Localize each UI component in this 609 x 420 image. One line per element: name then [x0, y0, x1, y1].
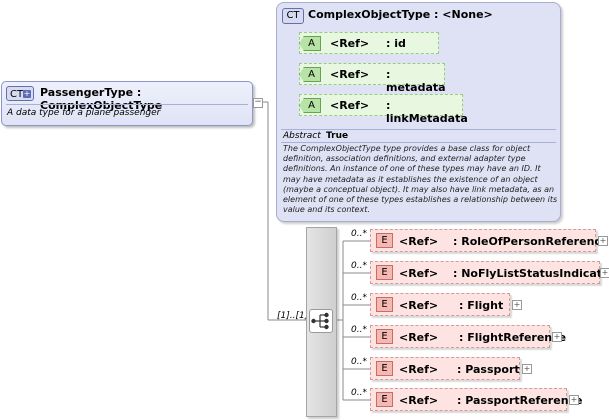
attribute-id[interactable]: A <Ref> : id [299, 32, 439, 54]
complex-type-badge: CT [282, 8, 304, 24]
element-ref: <Ref> [399, 363, 439, 376]
occurrence-label: 0..* [351, 261, 367, 271]
occurrence-label: 0..* [351, 325, 367, 335]
divider [6, 104, 248, 105]
attribute-name: : id [386, 37, 406, 50]
element-name: : PassportReference [457, 394, 583, 407]
attribute-badge: A [299, 98, 321, 113]
element-ref: <Ref> [399, 331, 439, 344]
attribute-link-metadata[interactable]: A <Ref> : linkMetadata [299, 94, 468, 125]
divider [281, 129, 556, 130]
sequence-icon [309, 309, 333, 333]
collapse-toggle[interactable]: − [253, 97, 263, 108]
element-flight[interactable]: E <Ref> : Flight [370, 293, 510, 316]
element-badge: E [376, 392, 393, 407]
element-role-of-person-reference[interactable]: E <Ref> : RoleOfPersonReference [370, 229, 608, 252]
expand-icon[interactable]: + [512, 300, 522, 310]
expand-icon[interactable]: + [598, 236, 608, 246]
passenger-type-title: PassengerType : ComplexObjectType [40, 86, 163, 112]
attribute-metadata[interactable]: A <Ref> : metadata [299, 63, 446, 94]
element-ref: <Ref> [399, 394, 439, 407]
attribute-name: : linkMetadata [386, 99, 468, 125]
complex-object-type-panel[interactable]: CT ComplexObjectType : <None> A <Ref> : … [276, 2, 561, 222]
element-flight-reference[interactable]: E <Ref> : FlightReference [370, 325, 566, 348]
attribute-badge: A [299, 67, 321, 82]
element-badge: E [376, 361, 393, 376]
occurrence-label: 0..* [351, 229, 367, 239]
attribute-name: : metadata [386, 68, 446, 94]
abstract-value: True [326, 131, 349, 141]
element-name: : FlightReference [459, 331, 567, 344]
element-no-fly-list-status-indicator[interactable]: E <Ref> : NoFlyListStatusIndicator [370, 261, 609, 284]
element-badge: E [376, 233, 393, 248]
complex-type-badge: CT + [6, 86, 34, 101]
attribute-badge: A [299, 36, 321, 51]
element-badge: E [376, 265, 393, 280]
element-name: : RoleOfPersonReference [453, 235, 609, 248]
complex-object-type-documentation: The ComplexObjectType type provides a ba… [283, 144, 558, 215]
element-name: : Passport [457, 363, 520, 376]
abstract-label: Abstract [283, 131, 321, 141]
element-badge: E [376, 329, 393, 344]
expand-icon[interactable]: + [569, 395, 579, 405]
element-passport-reference[interactable]: E <Ref> : PassportReference [370, 388, 583, 411]
expand-icon[interactable]: + [600, 268, 609, 278]
expand-icon: + [23, 89, 31, 98]
passenger-type-node[interactable]: CT + PassengerType : ComplexObjectType A… [1, 81, 253, 126]
attribute-ref: <Ref> [330, 99, 370, 112]
attribute-ref: <Ref> [330, 68, 370, 81]
element-badge: E [376, 297, 393, 312]
element-ref: <Ref> [399, 299, 439, 312]
attribute-ref: <Ref> [330, 37, 370, 50]
occurrence-label: 0..* [351, 357, 367, 367]
divider [281, 142, 556, 143]
element-ref: <Ref> [399, 267, 439, 280]
element-name: : Flight [459, 299, 504, 312]
element-passport[interactable]: E <Ref> : Passport [370, 357, 520, 380]
element-ref: <Ref> [399, 235, 439, 248]
passenger-type-documentation: A data type for a plane passenger [7, 108, 161, 118]
element-name: : NoFlyListStatusIndicator [453, 267, 609, 280]
occurrence-label: 0..* [351, 293, 367, 303]
complex-object-type-title: ComplexObjectType : <None> [308, 8, 493, 21]
expand-icon[interactable]: + [552, 332, 562, 342]
occurrence-label: 0..* [351, 388, 367, 398]
sequence-occurrence: [1]..[1] [277, 311, 309, 321]
expand-icon[interactable]: + [522, 364, 532, 374]
